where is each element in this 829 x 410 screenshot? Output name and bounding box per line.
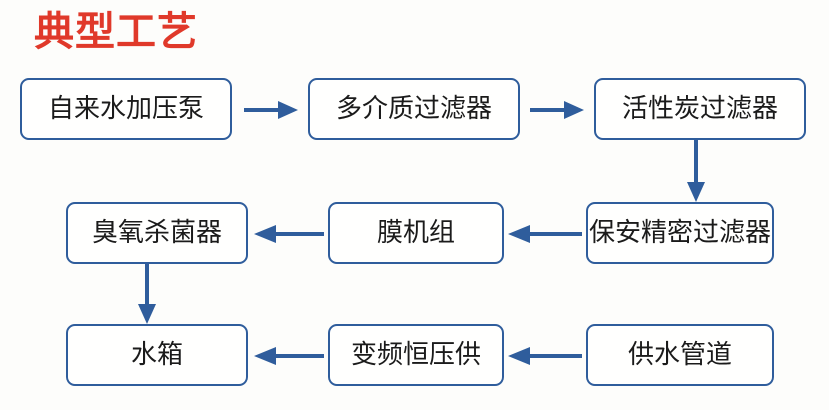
arrow-left-constant-pressure-supply-to-water-tank: [254, 347, 324, 365]
arrow-right-multimedia-to-carbon-filter: [530, 101, 584, 119]
node-label: 保安精密过滤器: [588, 218, 771, 248]
arrow-left-security-filter-to-membrane-unit: [508, 225, 582, 243]
node-label: 供水管道: [627, 340, 732, 370]
arrow-left-membrane-unit-to-ozone-sterilizer: [254, 225, 324, 243]
process-node-membrane-unit[interactable]: 膜机组: [328, 202, 504, 264]
arrow-down-ozone-sterilizer-to-water-tank: [138, 264, 156, 324]
arrow-right-pump-to-multimedia-filter: [244, 101, 298, 119]
node-label: 变频恒压供: [350, 340, 481, 370]
node-label: 水箱: [130, 340, 183, 370]
process-node-multimedia-filter[interactable]: 多介质过滤器: [308, 78, 520, 140]
node-label: 臭氧杀菌器: [91, 218, 222, 248]
process-node-water-supply-pipeline[interactable]: 供水管道: [586, 324, 774, 386]
process-node-water-tank[interactable]: 水箱: [66, 324, 248, 386]
process-node-security-precision-filter[interactable]: 保安精密过滤器: [586, 202, 774, 264]
process-node-activated-carbon-filter[interactable]: 活性炭过滤器: [594, 78, 806, 140]
process-node-raw-water-booster-pump[interactable]: 自来水加压泵: [20, 78, 232, 140]
arrow-left-pipeline-to-constant-pressure-supply: [508, 347, 582, 365]
node-label: 活性炭过滤器: [621, 94, 778, 124]
node-label: 自来水加压泵: [47, 94, 204, 124]
page-title: 典型工艺: [34, 9, 198, 55]
arrow-down-carbon-filter-to-security-filter: [687, 140, 705, 202]
process-node-ozone-sterilizer[interactable]: 臭氧杀菌器: [66, 202, 248, 264]
process-node-variable-frequency-constant-pressure-supply[interactable]: 变频恒压供: [328, 324, 504, 386]
node-label: 膜机组: [376, 218, 455, 248]
node-label: 多介质过滤器: [335, 94, 492, 124]
